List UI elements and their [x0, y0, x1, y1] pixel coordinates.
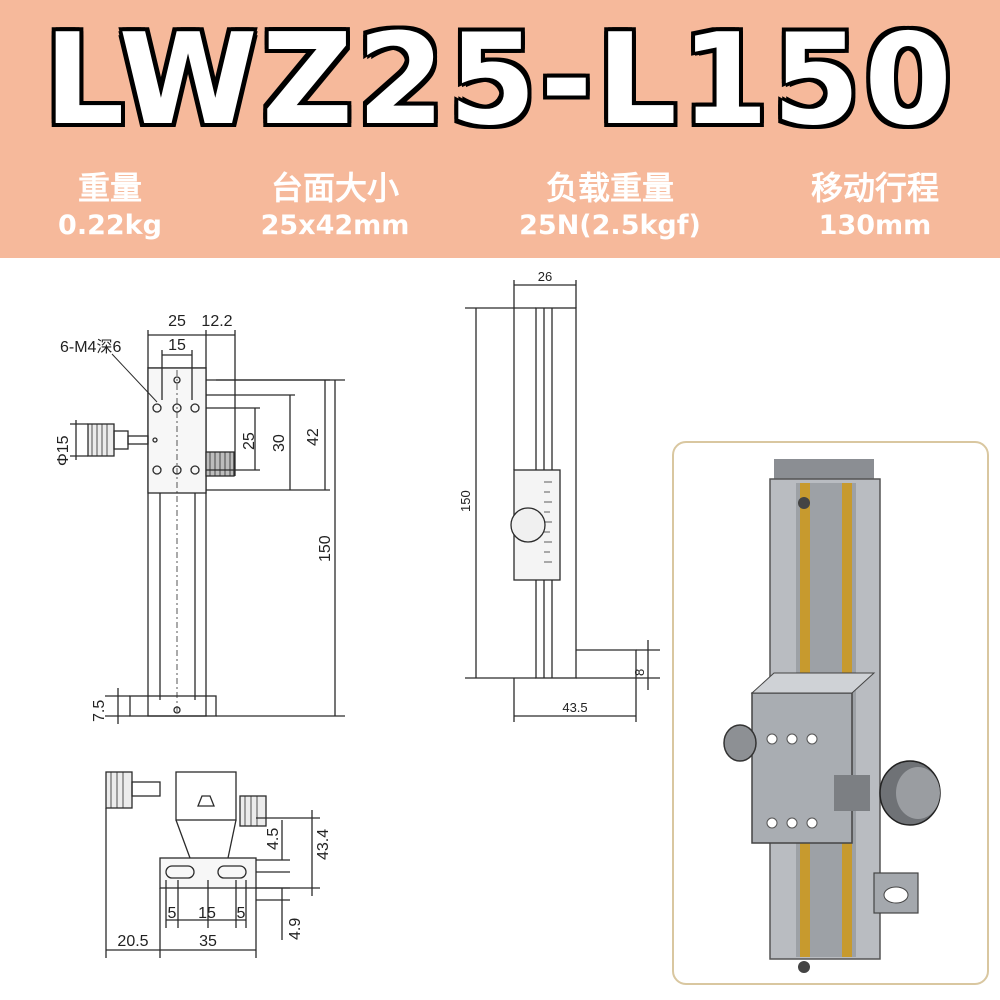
top-dim-35: 35 — [199, 933, 217, 950]
front-dim-h25: 25 — [241, 432, 258, 450]
side-view-labels: 26 150 8 43.5 — [458, 269, 647, 715]
technical-drawings: 25 12.2 15 6-M4深6 Φ15 25 30 42 150 7.5 2… — [55, 269, 660, 958]
side-dim-depth: 43.5 — [562, 700, 587, 715]
front-dim-width: 25 — [168, 313, 186, 330]
side-dim-top: 26 — [538, 269, 552, 284]
spec-load-value: 25N(2.5kgf) — [519, 210, 701, 241]
left-knob — [723, 724, 757, 762]
spec-weight-value: 0.22kg — [58, 210, 162, 241]
front-dim-h42: 42 — [305, 428, 322, 446]
top-dim-5a: 5 — [168, 905, 177, 922]
stage-illustration — [723, 459, 941, 973]
front-dim-knob: Φ15 — [55, 435, 72, 466]
side-dim-height: 150 — [458, 490, 473, 512]
top-view-labels: 43.4 4.5 4.9 5 15 5 20.5 35 — [117, 828, 332, 950]
spec-travel: 移动行程 130mm — [770, 168, 980, 244]
spec-weight: 重量 0.22kg — [30, 168, 190, 244]
front-view — [70, 330, 345, 724]
top-dim-49: 4.9 — [287, 918, 304, 940]
side-dim-foot: 8 — [632, 669, 647, 676]
top-view — [105, 771, 320, 958]
top-dim-5b: 5 — [237, 905, 246, 922]
spec-load: 负载重量 25N(2.5kgf) — [490, 168, 730, 244]
front-hole-callout: 6-M4深6 — [60, 338, 121, 356]
front-dim-hole-spacing: 15 — [168, 337, 186, 354]
model-title: LWZ25-L150 — [44, 6, 956, 153]
front-view-labels: 25 12.2 15 6-M4深6 Φ15 25 30 42 150 7.5 — [55, 313, 334, 722]
header-banner — [0, 0, 1000, 258]
front-dim-offset: 12.2 — [201, 313, 232, 330]
top-dim-434: 43.4 — [315, 829, 332, 860]
front-dim-total: 150 — [317, 535, 334, 562]
side-view — [465, 280, 660, 722]
spec-table-size-value: 25x42mm — [260, 210, 410, 241]
top-dim-45: 4.5 — [265, 828, 282, 850]
top-dim-205: 20.5 — [117, 933, 148, 950]
spec-table-size: 台面大小 25x42mm — [220, 168, 450, 244]
spec-load-label: 负载重量 — [545, 169, 674, 207]
spec-weight-label: 重量 — [77, 169, 142, 207]
top-dim-15: 15 — [198, 905, 216, 922]
spec-travel-label: 移动行程 — [810, 169, 939, 207]
spec-table-size-label: 台面大小 — [270, 169, 399, 207]
front-dim-base: 7.5 — [91, 700, 108, 722]
product-photo — [672, 441, 989, 985]
spec-travel-value: 130mm — [818, 210, 932, 241]
front-dim-h30: 30 — [271, 434, 288, 452]
